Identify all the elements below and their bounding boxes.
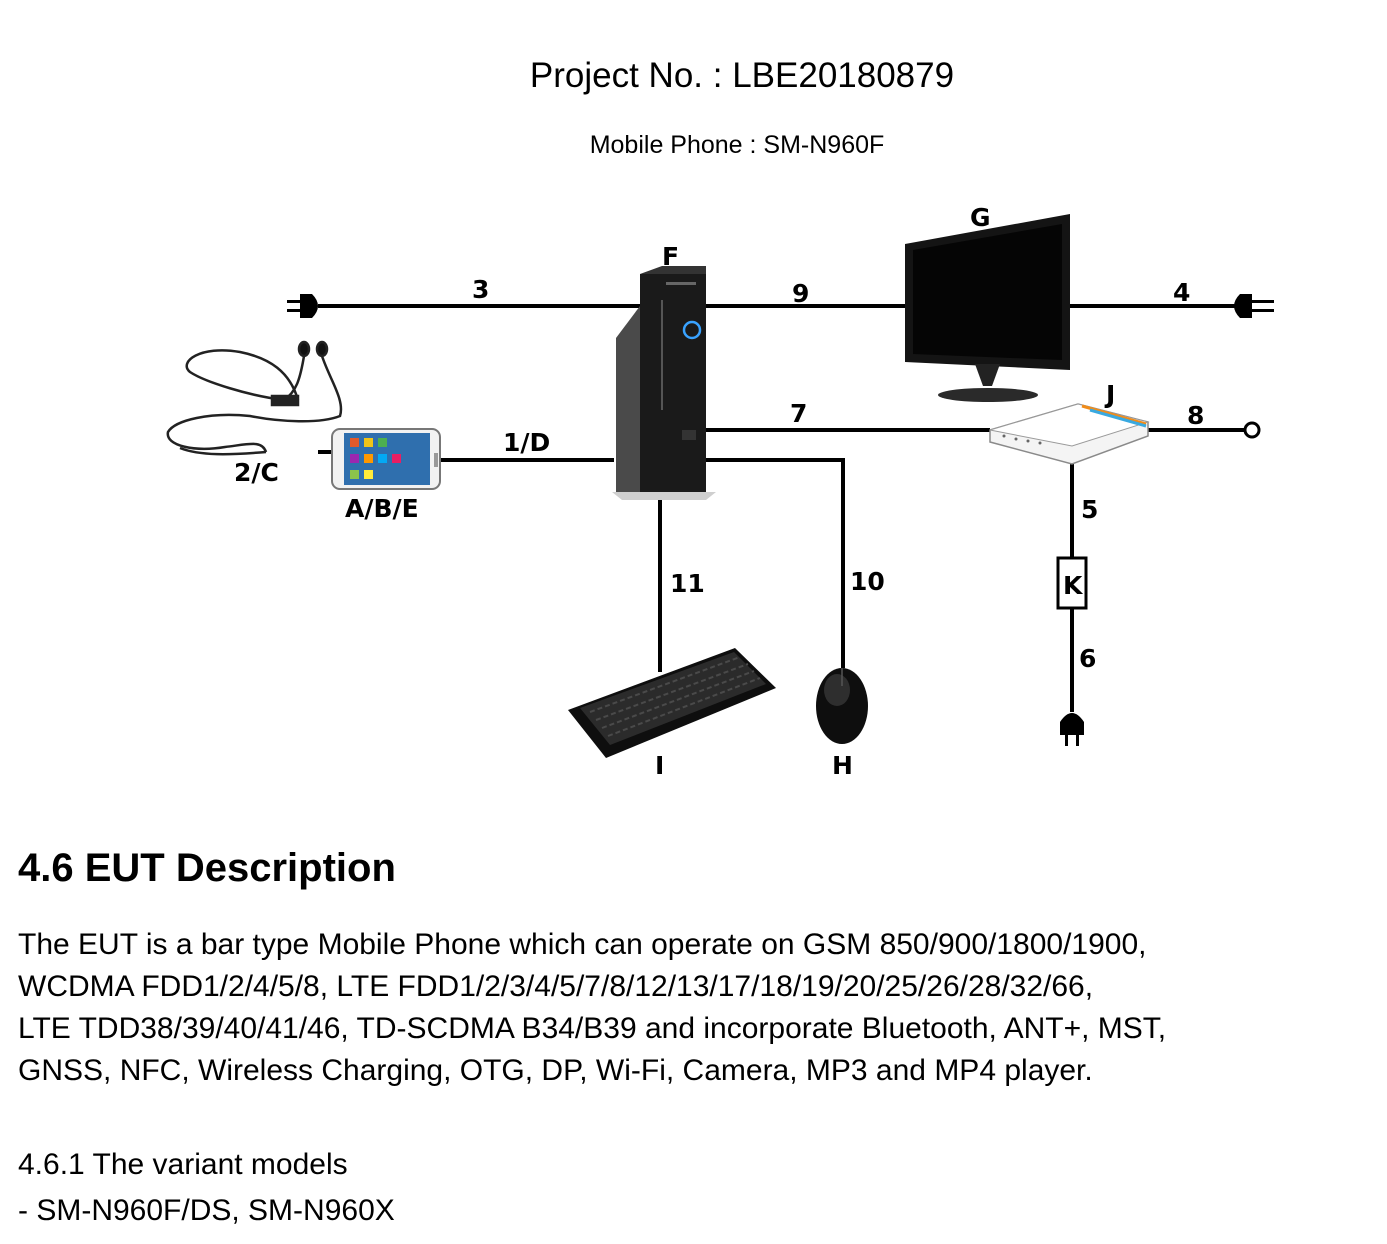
monitor-icon bbox=[905, 214, 1070, 402]
label-pc: F bbox=[662, 242, 679, 271]
label-mouse: H bbox=[832, 751, 853, 780]
label-router: J bbox=[1104, 380, 1115, 409]
label-cable-10: 10 bbox=[850, 567, 885, 596]
label-cable-3: 3 bbox=[472, 275, 489, 304]
mobile-phone-icon bbox=[331, 428, 441, 490]
description-line: GNSS, NFC, Wireless Charging, OTG, DP, W… bbox=[18, 1054, 1093, 1087]
label-cable-11: 11 bbox=[670, 569, 705, 598]
variant-models-list: - SM-N960F/DS, SM-N960X bbox=[18, 1194, 395, 1227]
model-name: Mobile Phone : SM-N960F bbox=[589, 131, 885, 159]
label-cable-1-d: 1/D bbox=[503, 428, 550, 457]
label-cable-4: 4 bbox=[1173, 278, 1190, 307]
description-line: LTE TDD38/39/40/41/46, TD-SCDMA B34/B39 … bbox=[18, 1012, 1167, 1045]
description-line: The EUT is a bar type Mobile Phone which… bbox=[18, 928, 1147, 961]
earphone-icon bbox=[166, 340, 343, 456]
label-cable-5: 5 bbox=[1081, 495, 1098, 524]
label-monitor: G bbox=[970, 203, 991, 232]
label-cable-9: 9 bbox=[792, 279, 809, 308]
router-icon bbox=[989, 403, 1150, 465]
subsection-title: 4.6.1 The variant models bbox=[18, 1148, 348, 1181]
test-setup-diagram: A/B/E 2/C F G J K I H 1/D 3 4 5 6 7 8 9 … bbox=[166, 203, 1274, 780]
label-cable-7: 7 bbox=[790, 399, 807, 428]
label-adapter: K bbox=[1063, 571, 1084, 600]
label-cable-8: 8 bbox=[1187, 401, 1204, 430]
power-plug-bottom-icon bbox=[1060, 713, 1084, 746]
pc-tower-icon bbox=[612, 266, 716, 500]
cable-end-terminal-icon bbox=[1243, 421, 1261, 439]
project-number: Project No. : LBE20180879 bbox=[529, 56, 955, 95]
power-plug-right-icon bbox=[1234, 294, 1274, 318]
section-title: 4.6 EUT Description bbox=[18, 846, 396, 890]
label-phone: A/B/E bbox=[345, 494, 419, 523]
adapter-box bbox=[1056, 556, 1088, 610]
keyboard-icon bbox=[568, 648, 776, 758]
description-line: WCDMA FDD1/2/4/5/8, LTE FDD1/2/3/4/5/7/8… bbox=[18, 970, 1094, 1003]
label-earphone: 2/C bbox=[234, 458, 279, 487]
label-keyboard: I bbox=[655, 751, 664, 780]
cable-10 bbox=[706, 458, 845, 668]
eut-description: The EUT is a bar type Mobile Phone which… bbox=[18, 924, 1358, 1092]
cables bbox=[318, 304, 1244, 712]
mouse-icon bbox=[816, 668, 868, 744]
power-plug-left-icon bbox=[287, 294, 318, 318]
label-cable-6: 6 bbox=[1079, 644, 1096, 673]
